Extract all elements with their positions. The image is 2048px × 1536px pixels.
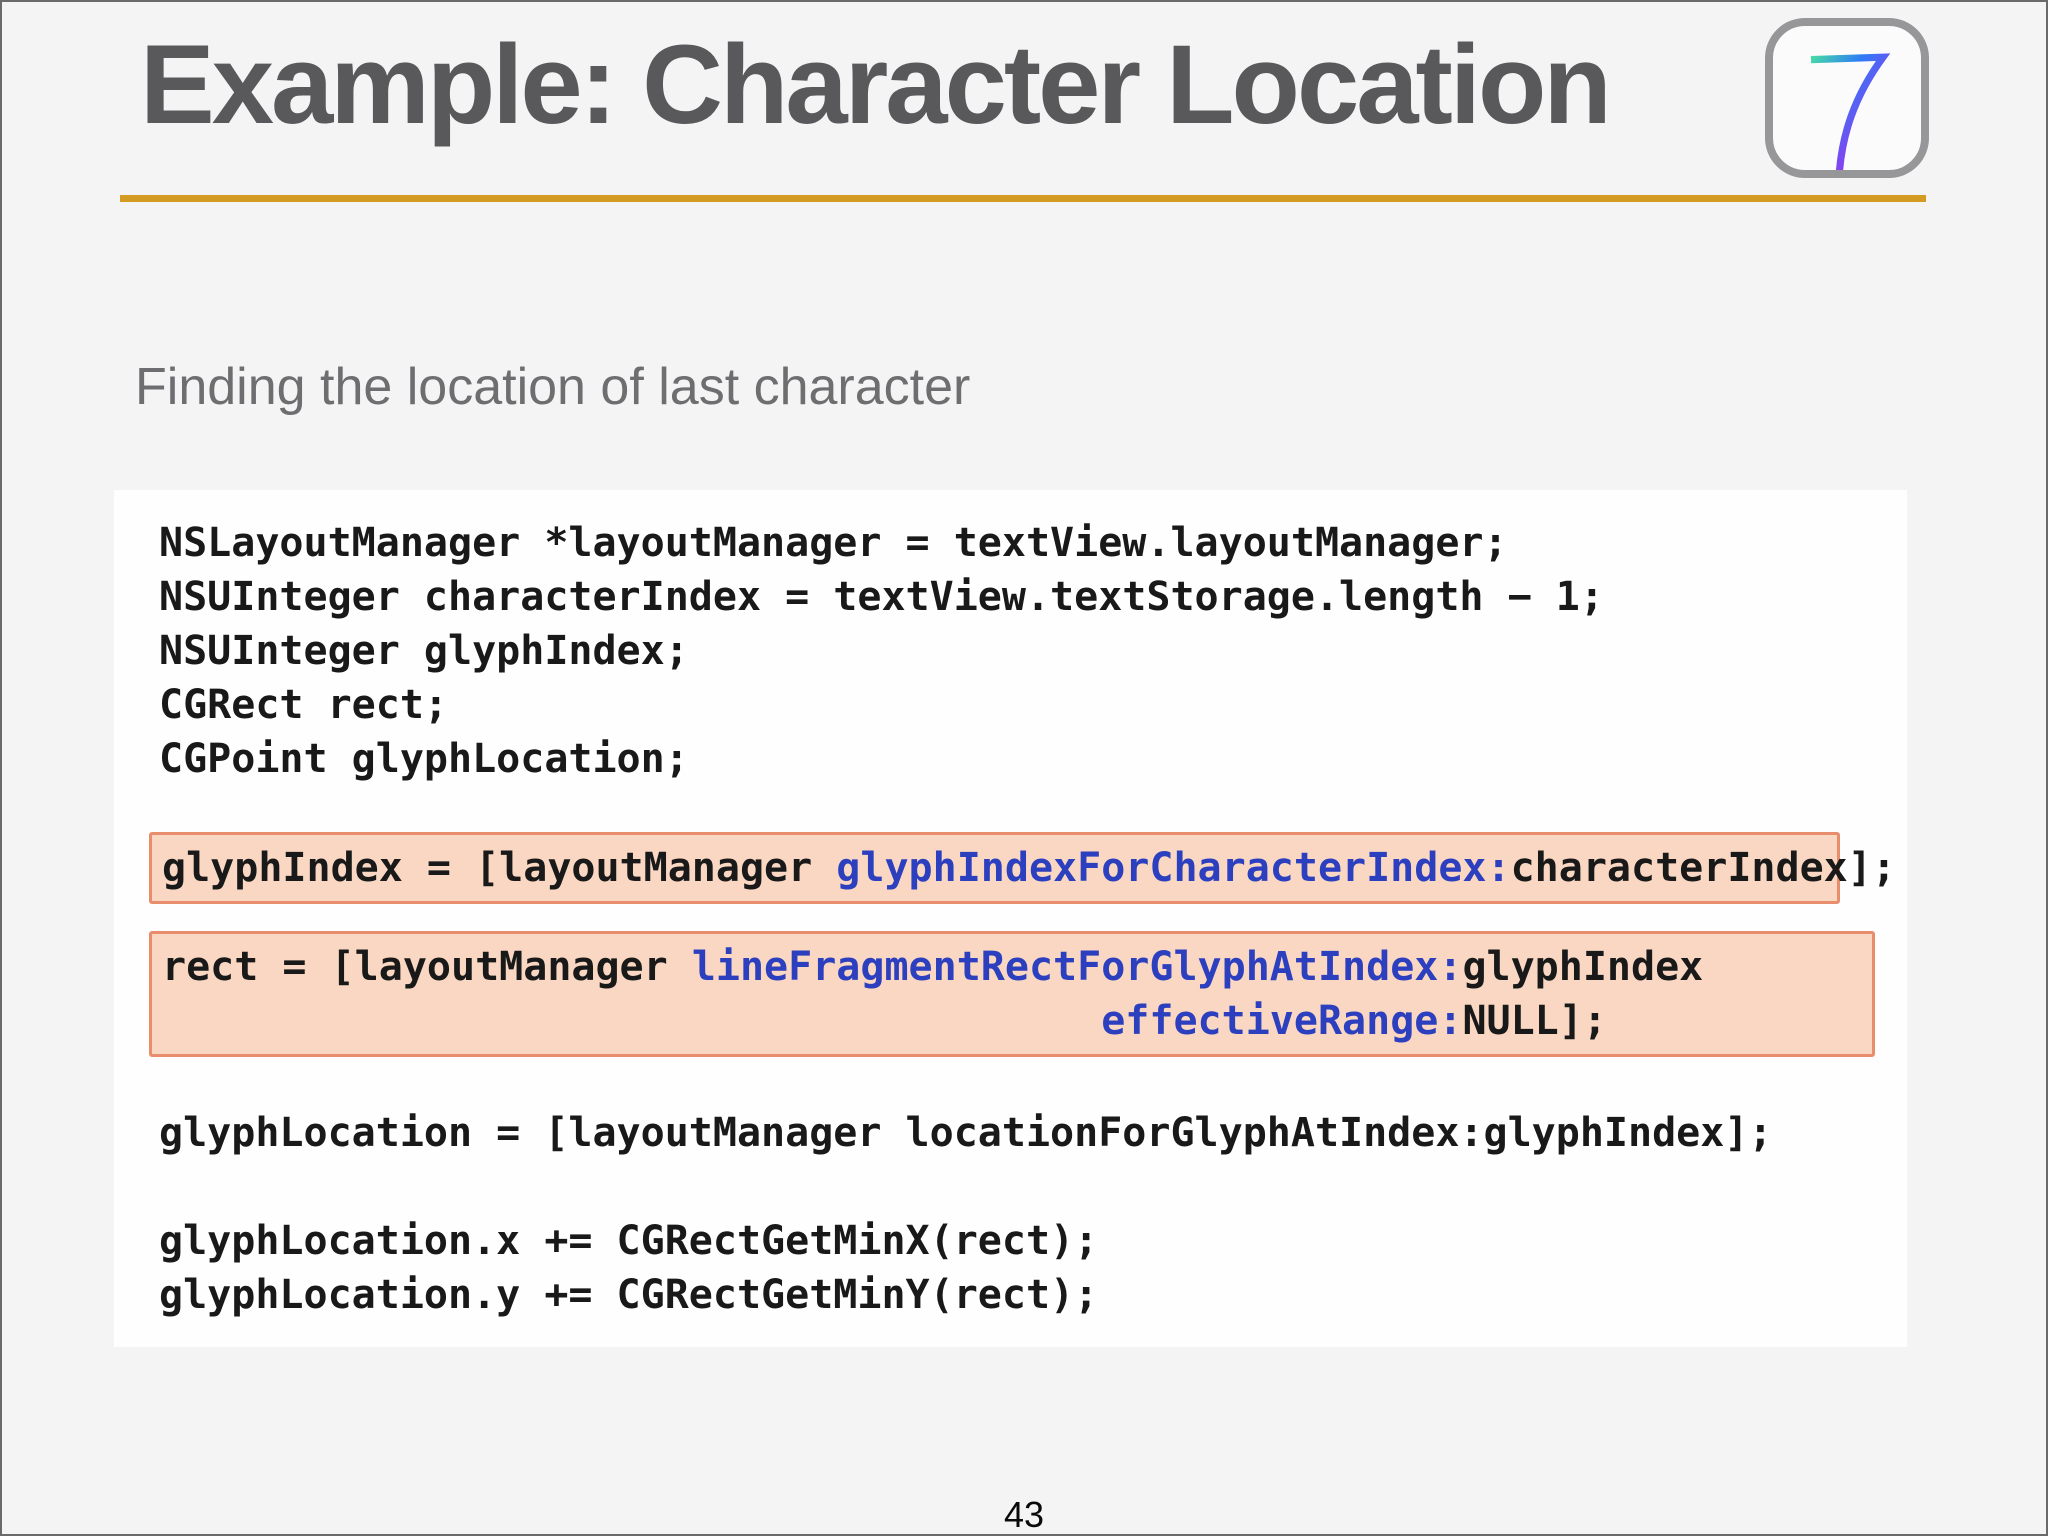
- code-line: glyphLocation.x += CGRectGetMinX(rect);: [159, 1218, 1099, 1264]
- highlighted-code-line-fragment-rect: rect = [layoutManager lineFragmentRectFo…: [149, 931, 1875, 1057]
- code-segment: NULL];: [1462, 998, 1607, 1044]
- code-segment: [162, 998, 1101, 1044]
- ios7-logo-icon: [1765, 18, 1929, 178]
- code-selector-segment: lineFragmentRectForGlyphAtIndex:: [691, 944, 1463, 990]
- code-line: glyphLocation = [layoutManager locationF…: [159, 1110, 1773, 1156]
- slide-subtitle: Finding the location of last character: [135, 358, 971, 416]
- code-block: NSLayoutManager *layoutManager = textVie…: [114, 490, 1907, 1347]
- code-segment: rect = [layoutManager: [162, 944, 692, 990]
- code-line: NSUInteger characterIndex = textView.tex…: [159, 574, 1604, 620]
- code-segment: glyphIndex = [layoutManager: [162, 845, 837, 891]
- code-line: CGRect rect;: [159, 682, 448, 728]
- code-line: effectiveRange:NULL];: [162, 994, 1872, 1048]
- title-underline-rule: [120, 195, 1926, 202]
- ios7-seven-glyph: [1810, 53, 1891, 170]
- code-line: NSLayoutManager *layoutManager = textVie…: [159, 520, 1508, 566]
- code-segment: glyphIndex: [1462, 944, 1704, 990]
- code-selector-segment: effectiveRange:: [1101, 998, 1463, 1044]
- page-number: 43: [1003, 1494, 1045, 1535]
- highlighted-code-glyph-index: glyphIndex = [layoutManager glyphIndexFo…: [149, 832, 1896, 904]
- page-title: Example: Character Location: [140, 22, 1612, 147]
- code-selector-segment: glyphIndexForCharacterIndex:: [836, 845, 1511, 891]
- code-line: CGPoint glyphLocation;: [159, 736, 689, 782]
- code-line: glyphIndex = [layoutManager glyphIndexFo…: [162, 841, 1896, 895]
- code-line: NSUInteger glyphIndex;: [159, 628, 689, 674]
- code-line: rect = [layoutManager lineFragmentRectFo…: [162, 940, 1872, 994]
- code-line: glyphLocation.y += CGRectGetMinY(rect);: [159, 1272, 1099, 1318]
- code-segment: characterIndex];: [1510, 845, 1896, 891]
